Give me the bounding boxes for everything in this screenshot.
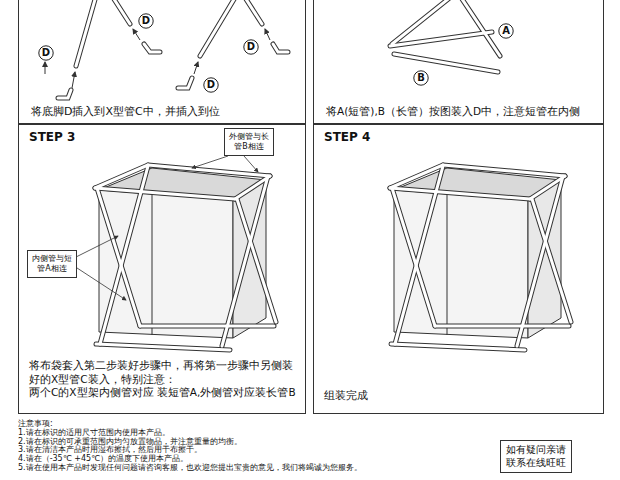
step-panel: STEP 3 将布袋套入第二步装好步骤中，再将第一步骤中另侧装 好的X型管C装入，… bbox=[18, 124, 306, 414]
step-instruction: 将布袋套入第二步装好步骤中，再将第一步骤中另侧装 好的X型管C装入，特别注意：两… bbox=[29, 359, 299, 400]
part-letter: B bbox=[413, 70, 429, 86]
step-instruction: 将底脚D插入到X型管C中，并插入到位 bbox=[31, 105, 299, 119]
step-instruction: 组装完成 bbox=[324, 389, 464, 403]
callout-box: 外侧管与长 管B相连 bbox=[224, 128, 274, 156]
step-panel: 将A(短管),B（长管）按图装入D中，注意短管在内侧 A B bbox=[313, 0, 604, 124]
circle-outline bbox=[204, 78, 218, 92]
step-panel: STEP 4 组装完成 bbox=[313, 124, 604, 414]
part-callout: D bbox=[38, 45, 54, 61]
leader-line bbox=[74, 236, 118, 258]
pipe-fill bbox=[95, 165, 276, 350]
step-panel: 将底脚D插入到X型管C中，并插入到位 D D D D bbox=[18, 0, 306, 124]
circle-outline bbox=[414, 71, 428, 85]
note-line: 2.请在标识的可承重范围内均匀放置物品，并注意重量的均衡。 bbox=[18, 438, 242, 447]
part-letter: D bbox=[243, 39, 259, 55]
part-letter: D bbox=[138, 13, 154, 29]
circle-outline bbox=[244, 40, 258, 54]
leader-line bbox=[192, 156, 228, 168]
part-letter: D bbox=[38, 45, 54, 61]
part-callout: D bbox=[203, 77, 219, 93]
leader-line bbox=[74, 156, 258, 300]
note-line: 3.请在清洁本产品时用湿布擦拭，然后用干布擦干。 bbox=[18, 446, 202, 455]
note-line: 1.请在标识的适用尺寸范围内使用本产品。 bbox=[18, 429, 170, 438]
note-line: 4.请在（-35℃ +45℃）的温度下使用本产品。 bbox=[18, 455, 188, 464]
insert-arrow bbox=[194, 62, 198, 74]
pipe-outline bbox=[95, 165, 276, 350]
contact-box: 如有疑问亲请 联系在线旺旺 bbox=[500, 440, 572, 473]
sorter-rack bbox=[390, 165, 571, 350]
step-heading: STEP 4 bbox=[324, 130, 414, 146]
step1-art bbox=[45, 0, 288, 98]
pipe-fill bbox=[390, 0, 500, 72]
note-line: 5.请在使用本产品时发现任何问题请咨询客服，也欢迎您提出宝贵的意见，我们将竭诚为… bbox=[18, 464, 362, 473]
leader-line bbox=[244, 156, 258, 172]
part-callout: D bbox=[138, 13, 154, 29]
pipe-outline bbox=[390, 0, 500, 72]
part-callout: B bbox=[413, 70, 429, 86]
insert-arrow bbox=[133, 29, 140, 40]
part-callout: A bbox=[498, 23, 514, 39]
callout-text: 外侧管与长 管B相连 bbox=[228, 132, 270, 152]
part-callout: D bbox=[243, 39, 259, 55]
pipe-outline bbox=[58, 0, 288, 98]
part-letter: D bbox=[203, 77, 219, 93]
callout-box: 内侧管与短 管A相连 bbox=[27, 250, 77, 278]
insert-arrow bbox=[72, 72, 75, 88]
insert-arrow bbox=[45, 29, 270, 88]
sorter-rack bbox=[95, 165, 276, 350]
step2-art bbox=[390, 0, 500, 72]
insert-arrow bbox=[45, 62, 46, 74]
pipe-fill bbox=[58, 0, 288, 98]
callout-text: 如有疑问亲请 联系在线旺旺 bbox=[504, 444, 568, 469]
step-heading: STEP 3 bbox=[29, 130, 119, 146]
circle-outline bbox=[499, 24, 513, 38]
circle-outline bbox=[139, 14, 153, 28]
step-instruction: 将A(短管),B（长管）按图装入D中，注意短管在内侧 bbox=[326, 105, 604, 119]
part-letter: A bbox=[498, 23, 514, 39]
note-line: 注意事项: bbox=[18, 420, 53, 429]
insert-arrow bbox=[265, 29, 270, 40]
callout-text: 内侧管与短 管A相连 bbox=[31, 254, 73, 274]
circle-outline bbox=[39, 46, 53, 60]
leader-line bbox=[74, 266, 126, 300]
